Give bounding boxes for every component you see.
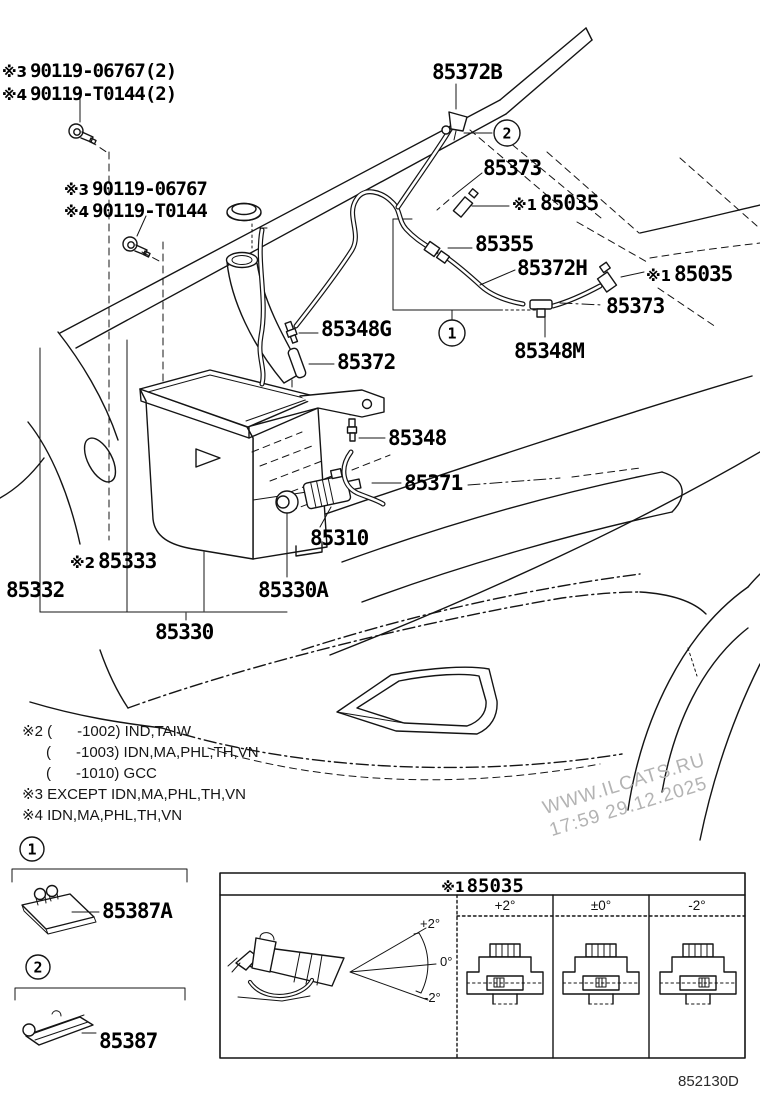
nozzle-top-view-zero: [562, 943, 640, 1005]
part-label-85373-top: 85373: [483, 156, 542, 180]
part-label-85373-right: 85373: [606, 294, 665, 318]
note-line-1: ※2 ( -1002) IND,TAIW: [22, 723, 191, 740]
part-label-85387a: 85387A: [102, 899, 173, 923]
note-line-3: ( -1010) GCC: [46, 765, 157, 782]
svg-text:2: 2: [33, 959, 42, 977]
part-label-85355: 85355: [475, 232, 534, 256]
fan-angle-zero: 0°: [440, 954, 453, 969]
circle-2-top: [493, 119, 521, 147]
nozzle-85035-top: [452, 188, 479, 218]
nozzle-85372b: [441, 111, 468, 141]
part-label-85332: 85332: [6, 578, 65, 602]
hoses: [284, 111, 618, 507]
part-label-85348: 85348: [388, 426, 447, 450]
bolt-icons: [68, 95, 162, 263]
part-label-85371: 85371: [404, 471, 463, 495]
table-col-minus2: -2°: [688, 898, 706, 913]
fog-lamp-opening: [336, 666, 498, 735]
svg-text:1: 1: [447, 325, 456, 343]
car-body-lines: [0, 27, 760, 656]
part-label-85372b: 85372B: [432, 60, 503, 84]
joint-85348m: [529, 299, 553, 318]
note-line-2: ( -1003) IDN,MA,PHL,TH,VN: [46, 744, 259, 761]
bumper-outline: [29, 573, 707, 781]
part-label-85387: 85387: [99, 1029, 158, 1053]
construction-lines: [39, 151, 546, 625]
clip-85387: [22, 1010, 94, 1046]
hose-85372-piece: [287, 347, 307, 379]
part-label-85348g: 85348G: [321, 317, 392, 341]
clip-85387a: [21, 884, 97, 935]
joint-85348g: [284, 320, 299, 344]
table-col-plus2: +2°: [494, 898, 516, 913]
part-label-85330a: 85330A: [258, 578, 329, 602]
fan-angle-plus2: +2°: [420, 916, 441, 931]
joint-85348: [346, 418, 358, 442]
fan-angle-minus2: -2°: [424, 990, 441, 1005]
circle-2-legend: [25, 954, 51, 980]
document-code: 852130D: [678, 1073, 739, 1090]
svg-text:1: 1: [27, 841, 36, 859]
legend-clips: [11, 868, 188, 1046]
circle-1-legend: [19, 836, 45, 862]
nozzle-side-view: [227, 927, 437, 1002]
callout-circles: 2 1 1 2: [19, 119, 521, 980]
table-col-zero: ±0°: [590, 898, 612, 913]
nozzle-top-view-plus2: [466, 943, 544, 1005]
joint-85355: [423, 240, 451, 264]
part-label-85348m: 85348M: [514, 339, 585, 363]
note-line-4: ※3 EXCEPT IDN,MA,PHL,TH,VN: [22, 786, 247, 803]
circle-1-mid: [438, 319, 466, 347]
part-label-85372: 85372: [337, 350, 396, 374]
part-label-85310: 85310: [310, 526, 369, 550]
part-label-85330: 85330: [155, 620, 214, 644]
nozzle-table: [219, 872, 746, 1059]
grommet-85330a: [275, 490, 299, 514]
nozzle-top-view-minus2: [659, 943, 737, 1005]
wheel-arch: [627, 573, 760, 841]
part-label-85372h: 85372H: [517, 256, 588, 280]
leader-lines: [286, 83, 645, 578]
note-line-5: ※4 IDN,MA,PHL,TH,VN: [22, 807, 183, 824]
washer-pump: [251, 431, 391, 514]
svg-text:2: 2: [502, 125, 511, 143]
nozzle-85035-right: [596, 261, 618, 293]
